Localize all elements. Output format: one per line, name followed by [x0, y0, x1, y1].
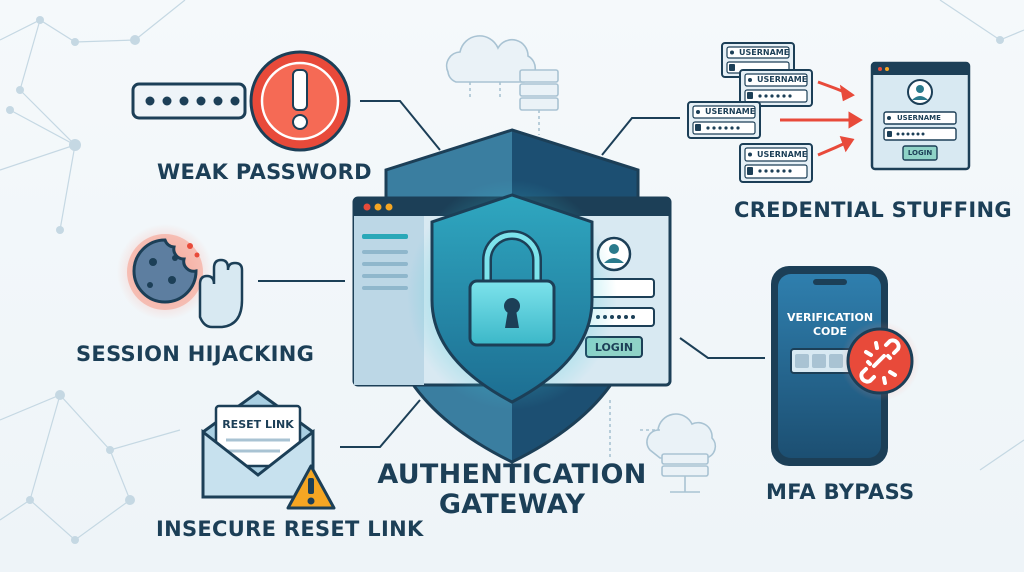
credential-card: [687, 101, 761, 139]
label-credential-stuffing: CREDENTIAL STUFFING: [734, 198, 1012, 222]
mfa-bypass-illustration: [771, 266, 920, 466]
authentication-gateway-illustration: [352, 128, 672, 464]
label-mfa-bypass: MFA BYPASS: [766, 480, 915, 504]
credential-card: [739, 69, 813, 107]
cloud-server-bottom-icon: [609, 400, 717, 493]
attack-arrows: [780, 80, 863, 157]
card-username-text: USERNAME: [739, 48, 790, 57]
panel-login-text: LOGIN: [907, 149, 933, 157]
panel-username-text: USERNAME: [897, 114, 941, 122]
credential-stuffing-illustration: [687, 42, 971, 183]
verification-line1: VERIFICATION: [786, 311, 874, 324]
cloud-server-top-icon: [445, 35, 559, 135]
card-username-text: USERNAME: [705, 107, 756, 116]
network-nodes: [6, 16, 1004, 544]
credential-card: [739, 143, 813, 183]
gateway-title-line2: GATEWAY: [438, 489, 586, 520]
connector-credential-stuffing: [601, 117, 680, 156]
password-dots: [145, 96, 240, 106]
gateway-title: AUTHENTICATION GATEWAY: [372, 460, 652, 520]
password-field: [131, 82, 247, 120]
weak-password-illustration: [131, 50, 351, 152]
verification-code-text: VERIFICATION CODE: [780, 311, 880, 339]
connector-weak-password: [360, 100, 441, 151]
card-username-text: USERNAME: [757, 75, 808, 84]
reset-link-text: RESET LINK: [222, 418, 294, 431]
label-weak-password: WEAK PASSWORD: [157, 160, 372, 184]
insecure-reset-link-illustration: [201, 390, 336, 510]
login-button-text: LOGIN: [594, 341, 634, 354]
session-hijacking-illustration: [117, 224, 244, 329]
connector-lines: [258, 100, 765, 448]
connector-reset-link: [340, 399, 421, 448]
label-session-hijacking: SESSION HIJACKING: [76, 342, 315, 366]
grabbing-hand-icon: [198, 258, 244, 329]
verification-line2: CODE: [812, 325, 848, 338]
connector-mfa-bypass: [679, 337, 765, 359]
card-username-text: USERNAME: [757, 150, 808, 159]
label-insecure-reset-link: INSECURE RESET LINK: [156, 517, 424, 541]
gateway-title-line1: AUTHENTICATION: [377, 459, 647, 490]
